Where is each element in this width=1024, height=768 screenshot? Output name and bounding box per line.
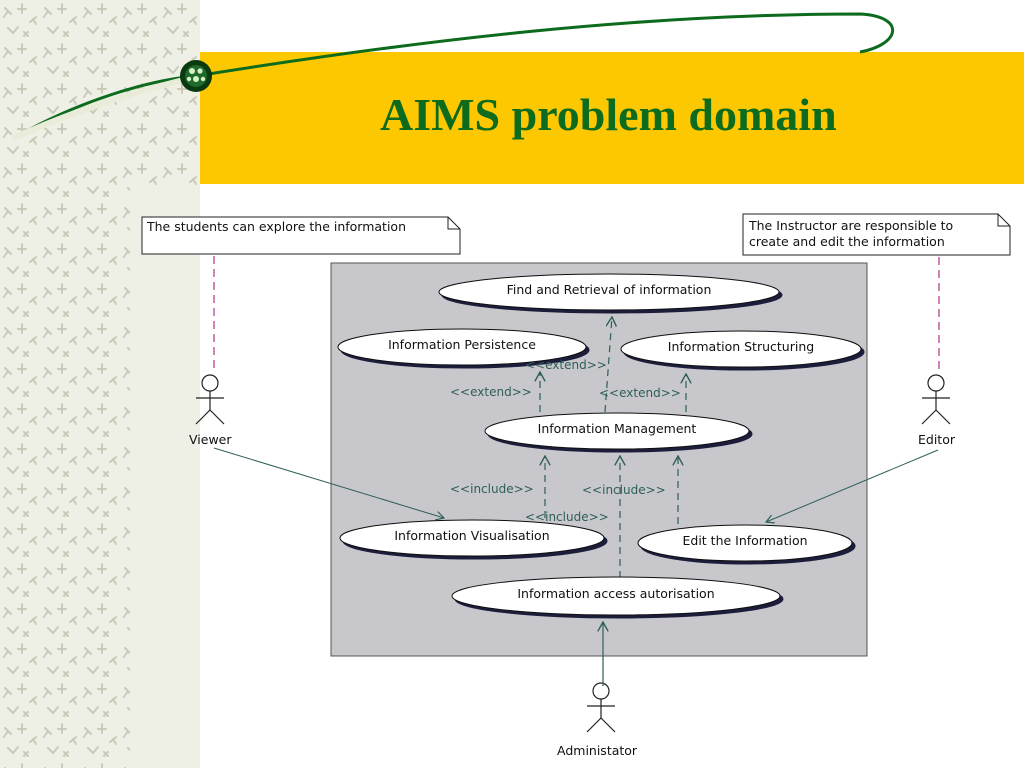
page-title: AIMS problem domain bbox=[380, 89, 837, 140]
decorative-swoosh bbox=[13, 12, 894, 140]
usecase-visualisation: Information Visualisation bbox=[339, 519, 605, 557]
note-instructor: The Instructor are responsible to create… bbox=[742, 213, 1011, 256]
usecase-find: Find and Retrieval of information bbox=[438, 273, 780, 311]
actor-administrator-label: Administator bbox=[557, 743, 638, 758]
usecase-structuring: Information Structuring bbox=[620, 330, 862, 368]
assoc-editor-edit bbox=[766, 449, 939, 522]
usecase-find-label: Find and Retrieval of information bbox=[507, 282, 712, 297]
decorative-orb bbox=[180, 60, 212, 92]
note-instructor-line1: The Instructor are responsible to bbox=[748, 218, 953, 233]
extend-label-top: <<extend>> bbox=[525, 358, 607, 372]
usecase-access-label: Information access autorisation bbox=[517, 586, 714, 601]
decorative-swoosh-highlight bbox=[12, 75, 193, 141]
extend-label-left: <<extend>> bbox=[450, 385, 532, 399]
include-label-right: <<include>> bbox=[582, 483, 666, 497]
actor-viewer-label: Viewer bbox=[189, 432, 232, 447]
actor-viewer-icon bbox=[195, 374, 225, 425]
usecase-persistence-label: Information Persistence bbox=[388, 337, 536, 352]
side-pattern-bottom bbox=[0, 185, 130, 768]
title-banner bbox=[200, 52, 1024, 184]
usecase-management: Information Management bbox=[484, 412, 750, 450]
usecase-edit-label: Edit the Information bbox=[682, 533, 807, 548]
extend-line-find bbox=[604, 317, 612, 413]
note-instructor-line2: create and edit the information bbox=[749, 234, 945, 249]
usecase-structuring-label: Information Structuring bbox=[668, 339, 814, 354]
usecase-access: Information access autorisation bbox=[451, 576, 781, 616]
actor-editor-icon bbox=[921, 374, 951, 425]
extend-label-right: <<extend>> bbox=[599, 386, 681, 400]
assoc-viewer-visualisation bbox=[213, 447, 444, 518]
usecase-management-label: Information Management bbox=[538, 421, 697, 436]
note-students: The students can explore the information bbox=[141, 216, 461, 255]
actor-editor-label: Editor bbox=[918, 432, 956, 447]
include-label-left: <<include>> bbox=[450, 482, 534, 496]
usecase-visualisation-label: Information Visualisation bbox=[394, 528, 549, 543]
include-label-mid: <<include>> bbox=[525, 510, 609, 524]
note-students-text: The students can explore the information bbox=[146, 219, 406, 234]
actor-administrator-icon bbox=[586, 682, 616, 733]
usecase-edit: Edit the Information bbox=[637, 524, 853, 562]
usecase-persistence: Information Persistence bbox=[337, 328, 587, 366]
side-pattern-top bbox=[0, 0, 200, 185]
